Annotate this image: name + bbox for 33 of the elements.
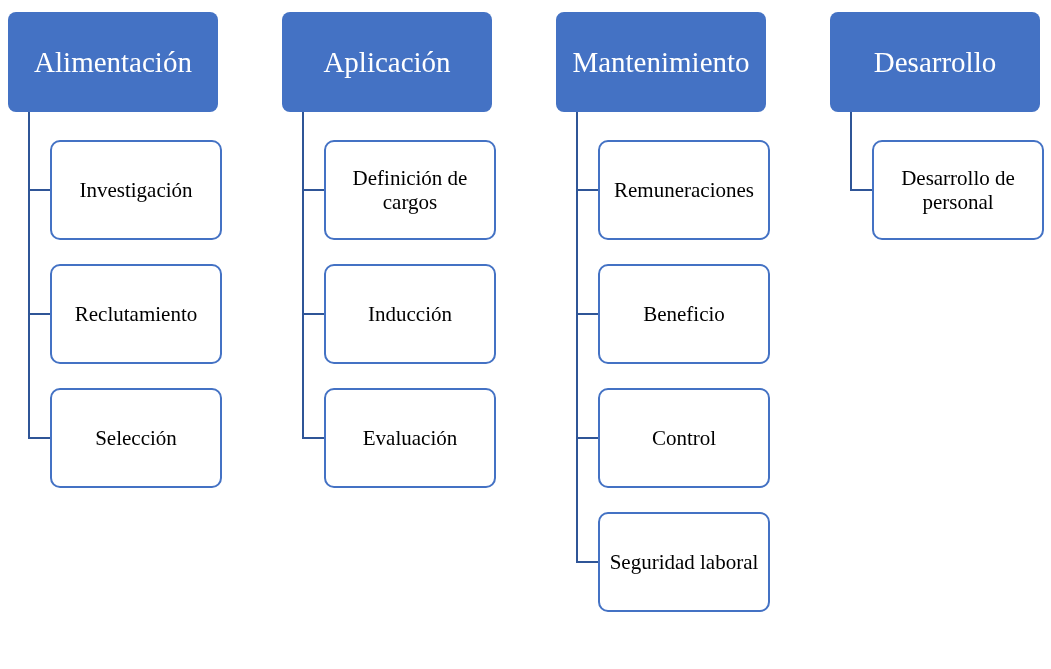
connector-line: [28, 111, 51, 439]
connector-line: [850, 111, 873, 191]
item-box: [324, 140, 496, 240]
item-box: [50, 388, 222, 488]
category-box: [830, 12, 1040, 112]
box-label: Beneficio: [643, 301, 725, 327]
category-box: [556, 12, 766, 112]
box-label: Aplicación: [323, 45, 451, 79]
item-box: [324, 388, 496, 488]
item-box: [598, 140, 770, 240]
box-label: Inducción: [368, 301, 452, 327]
item-box: [598, 388, 770, 488]
category-box: [8, 12, 218, 112]
category-box: [282, 12, 492, 112]
box-label: Mantenimiento: [572, 45, 750, 79]
item-box: [598, 264, 770, 364]
box-label: Selección: [95, 425, 177, 451]
connector-line: [302, 111, 325, 439]
item-box: [50, 140, 222, 240]
box-label: Reclutamiento: [74, 301, 198, 327]
box-label: Investigación: [79, 177, 193, 203]
box-label: Definición de cargos: [351, 165, 469, 215]
box-label: Desarrollo: [873, 45, 997, 79]
item-box: [50, 264, 222, 364]
box-label: Control: [651, 425, 717, 451]
box-label: Desarrollo de personal: [900, 165, 1016, 215]
item-box: [872, 140, 1044, 240]
box-label: Remuneraciones: [614, 177, 754, 203]
box-label: Alimentación: [34, 45, 192, 79]
box-label: Evaluación: [362, 425, 458, 451]
box-label: Seguridad laboral: [609, 549, 759, 575]
item-box: [324, 264, 496, 364]
item-box: [598, 512, 770, 612]
